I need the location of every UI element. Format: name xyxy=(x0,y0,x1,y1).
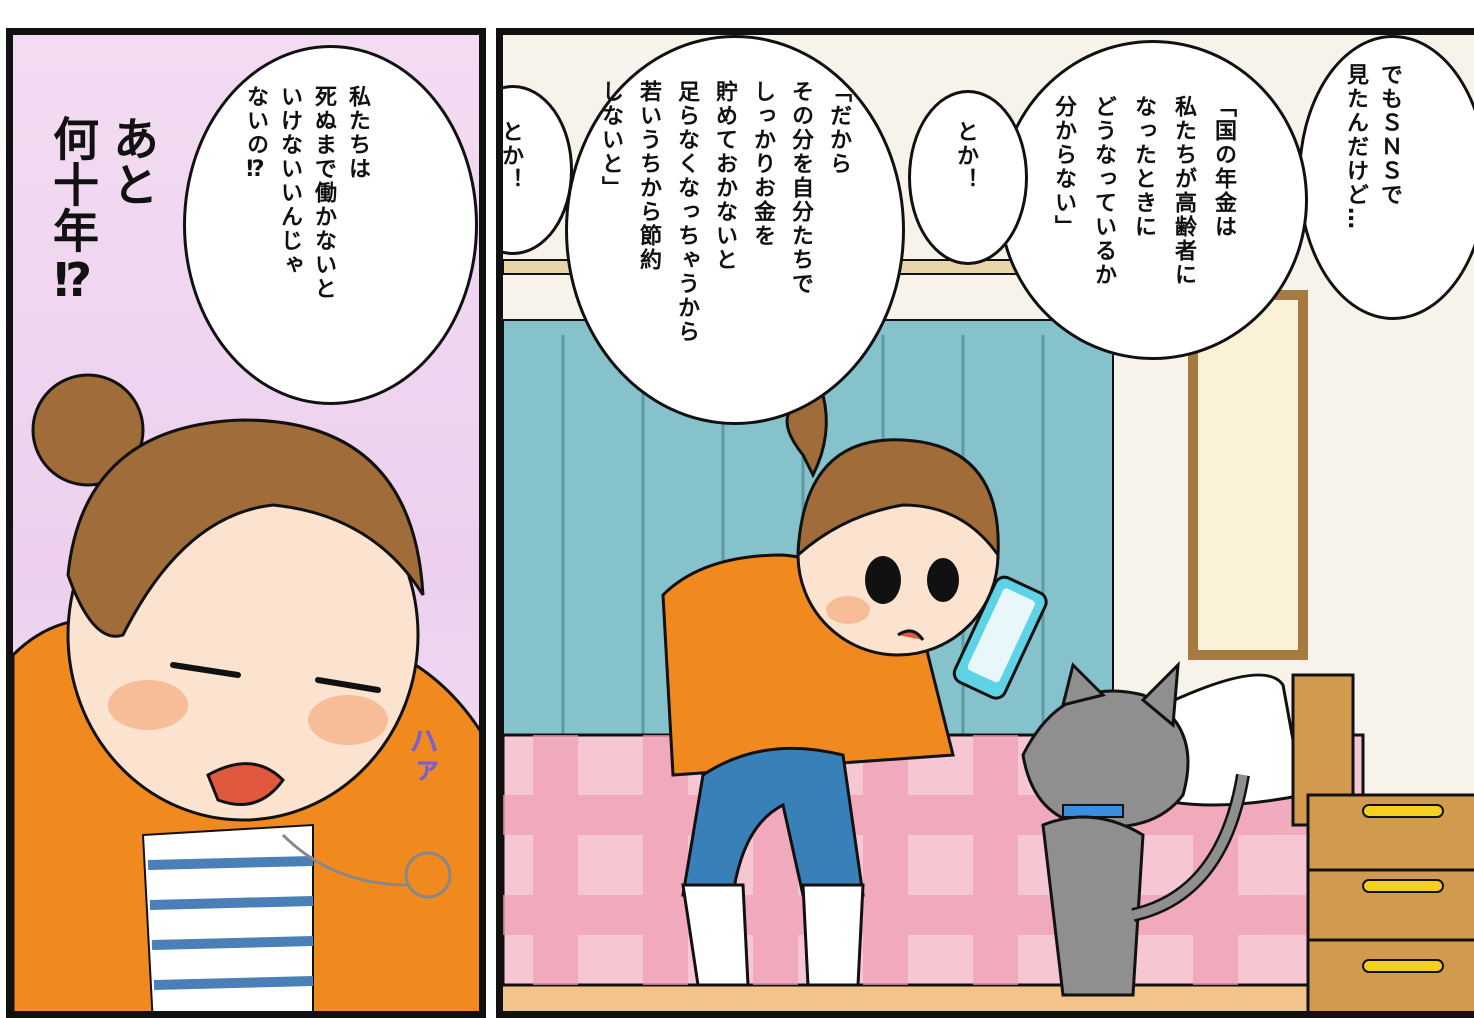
cat-collar xyxy=(1062,804,1124,818)
eye xyxy=(927,558,959,602)
bubble-quote2 xyxy=(565,35,905,425)
bubble-quote2-text: 「だから その分を自分たちで しっかりお金を 貯めておかないと 足らなくなっちゃ… xyxy=(598,80,851,344)
striped-shirt xyxy=(141,823,314,1011)
girl-sitting xyxy=(661,393,1048,987)
open-mouth xyxy=(206,762,285,806)
sigh-sfx: ハァ xyxy=(403,725,438,785)
left-bubble-text: 私たちは 死ぬまで働かないと いけないいんじゃ ないの⁉ xyxy=(243,85,370,301)
left-panel: 私たちは 死ぬまで働かないと いけないいんじゃ ないの⁉ あと 何十年⁉ ハァ xyxy=(6,28,486,1018)
bubble-top-text: でもＳＮＳで 見たんだけど… xyxy=(1343,63,1402,231)
cat-ear xyxy=(1140,661,1180,728)
hair-bun xyxy=(31,373,145,487)
bubble-quote1-text: 「国の年金は 私たちが高齢者に なったときに どうなっているか 分からない」 xyxy=(1051,95,1236,287)
closed-eye-right xyxy=(315,677,381,693)
cat-ear xyxy=(1060,662,1106,708)
wall-frame xyxy=(1188,290,1308,660)
bubble-quote1 xyxy=(998,40,1308,360)
bubble-toka1-text: とか！ xyxy=(953,120,978,192)
cheek xyxy=(826,596,870,624)
left-panel-art xyxy=(13,373,479,1011)
left-speech-bubble xyxy=(183,45,478,405)
right-panel: でもＳＮＳで 見たんだけど… 「国の年金は 私たちが高齢者に なったときに どう… xyxy=(496,28,1474,1018)
cat xyxy=(1021,661,1250,997)
sock xyxy=(801,883,865,987)
bubble-toka2-text: とか！ xyxy=(498,120,523,192)
dresser-handle xyxy=(1362,804,1444,818)
shout-text: あと 何十年⁉ xyxy=(46,115,160,307)
hair xyxy=(66,418,425,638)
phone-screen xyxy=(967,588,1035,683)
closed-eye-left xyxy=(170,662,241,678)
eye xyxy=(865,556,901,604)
dresser xyxy=(1306,793,1474,1011)
sigh-puff xyxy=(404,851,452,899)
shirt-stripes xyxy=(147,856,314,990)
mouth xyxy=(897,629,925,641)
dresser-handle xyxy=(1362,959,1444,973)
right-cheek xyxy=(308,695,388,745)
sock xyxy=(681,883,750,987)
cat-tail xyxy=(1132,774,1248,920)
dresser-handle xyxy=(1362,879,1444,893)
cat-body xyxy=(1041,815,1145,997)
bubble-toka1 xyxy=(908,90,1028,265)
sigh-line xyxy=(281,833,409,887)
hair xyxy=(796,438,1000,560)
left-cheek xyxy=(108,680,188,730)
